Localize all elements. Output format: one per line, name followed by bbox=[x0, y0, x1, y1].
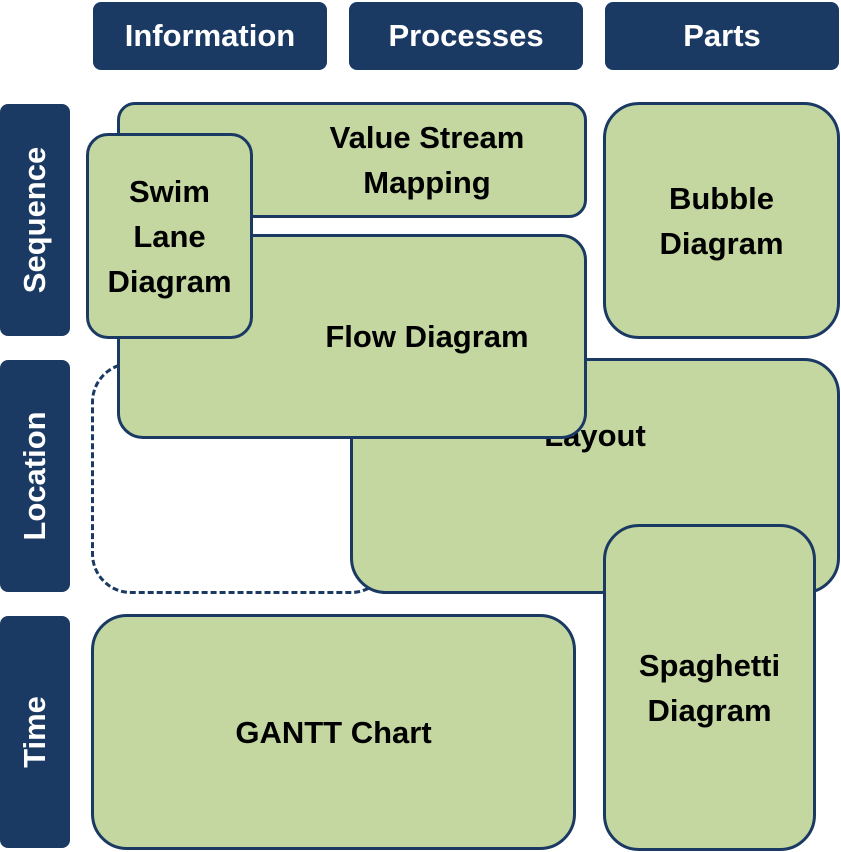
swim-lane-diagram-box: Swim Lane Diagram bbox=[86, 133, 253, 339]
column-header-information: Information bbox=[93, 2, 327, 70]
bubble-diagram-label: Bubble Diagram bbox=[659, 180, 784, 261]
swim-lane-diagram-label: Swim Lane Diagram bbox=[107, 173, 232, 299]
column-header-label: Information bbox=[124, 18, 296, 53]
row-header-sequence: Sequence bbox=[0, 104, 70, 336]
row-header-label: Time bbox=[17, 696, 52, 768]
gantt-chart-label: GANTT Chart bbox=[235, 714, 432, 750]
spaghetti-diagram-label: Spaghetti Diagram bbox=[638, 647, 781, 728]
row-header-label: Location bbox=[17, 411, 52, 541]
flow-diagram-label: Flow Diagram bbox=[325, 319, 529, 354]
row-header-location: Location bbox=[0, 360, 70, 592]
column-header-label: Processes bbox=[388, 18, 544, 53]
column-header-parts: Parts bbox=[605, 2, 839, 70]
column-header-label: Parts bbox=[683, 18, 761, 53]
bubble-diagram-box: Bubble Diagram bbox=[603, 102, 840, 339]
row-header-label: Sequence bbox=[17, 146, 52, 294]
row-header-time: Time bbox=[0, 616, 70, 848]
column-header-processes: Processes bbox=[349, 2, 583, 70]
value-stream-mapping-label: Value Stream Mapping bbox=[329, 120, 525, 200]
spaghetti-diagram-box: Spaghetti Diagram bbox=[603, 524, 816, 851]
gantt-chart-box: GANTT Chart bbox=[91, 614, 576, 850]
